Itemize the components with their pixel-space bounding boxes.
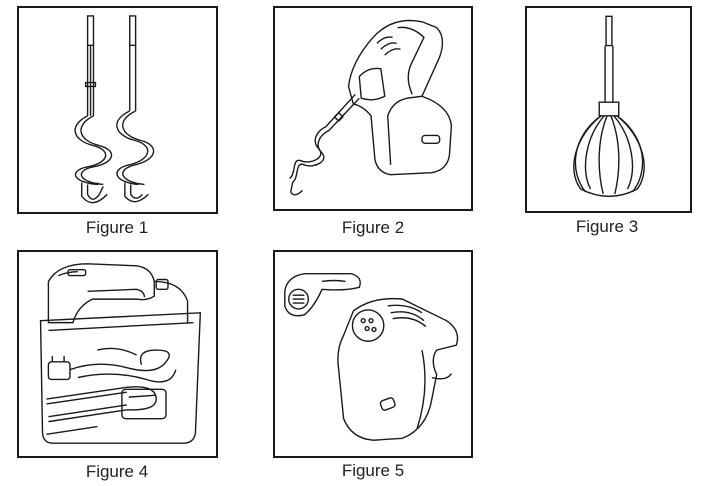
figure-4-caption: Figure 4 (85, 462, 149, 481)
whisk-icon (527, 8, 690, 211)
figure-4-panel (17, 250, 218, 458)
dough-hooks-icon (19, 8, 216, 212)
storage-case-icon (19, 252, 216, 456)
mixer-with-hook-icon (275, 8, 471, 209)
figure-3-caption: Figure 3 (575, 217, 639, 236)
figure-1-panel (17, 6, 218, 214)
mixer-eject-icon (275, 252, 471, 456)
figure-2-caption: Figure 2 (341, 218, 405, 237)
figure-5-panel (273, 250, 473, 458)
figure-5-caption: Figure 5 (341, 461, 405, 480)
figure-3-panel (525, 6, 692, 213)
figure-1-caption: Figure 1 (85, 218, 149, 237)
figure-2-panel (273, 6, 473, 211)
